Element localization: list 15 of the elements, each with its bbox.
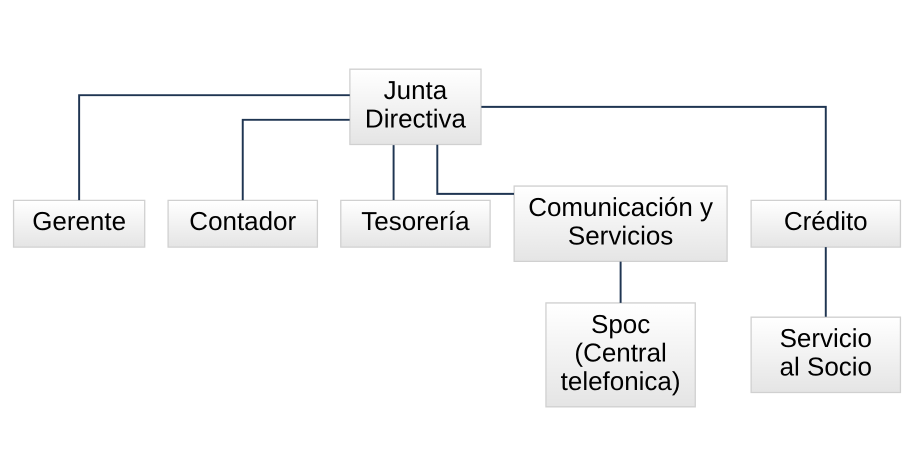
connector bbox=[824, 246, 827, 316]
connector bbox=[481, 105, 827, 200]
node-box: Spoc (Central telefonica) bbox=[545, 302, 696, 407]
node-box: Comunicación y Servicios bbox=[513, 184, 728, 262]
connector bbox=[78, 94, 350, 200]
node-box: Gerente bbox=[12, 199, 146, 248]
node-box: Tesorería bbox=[340, 199, 491, 248]
node-box: Contador bbox=[167, 199, 318, 248]
connector bbox=[242, 118, 350, 200]
connector bbox=[620, 261, 622, 302]
connector bbox=[392, 144, 395, 200]
node-box: Servicio al Socio bbox=[750, 316, 902, 393]
connector bbox=[436, 144, 514, 194]
node-box: Crédito bbox=[750, 199, 902, 248]
node-box: Junta Directiva bbox=[349, 68, 482, 145]
